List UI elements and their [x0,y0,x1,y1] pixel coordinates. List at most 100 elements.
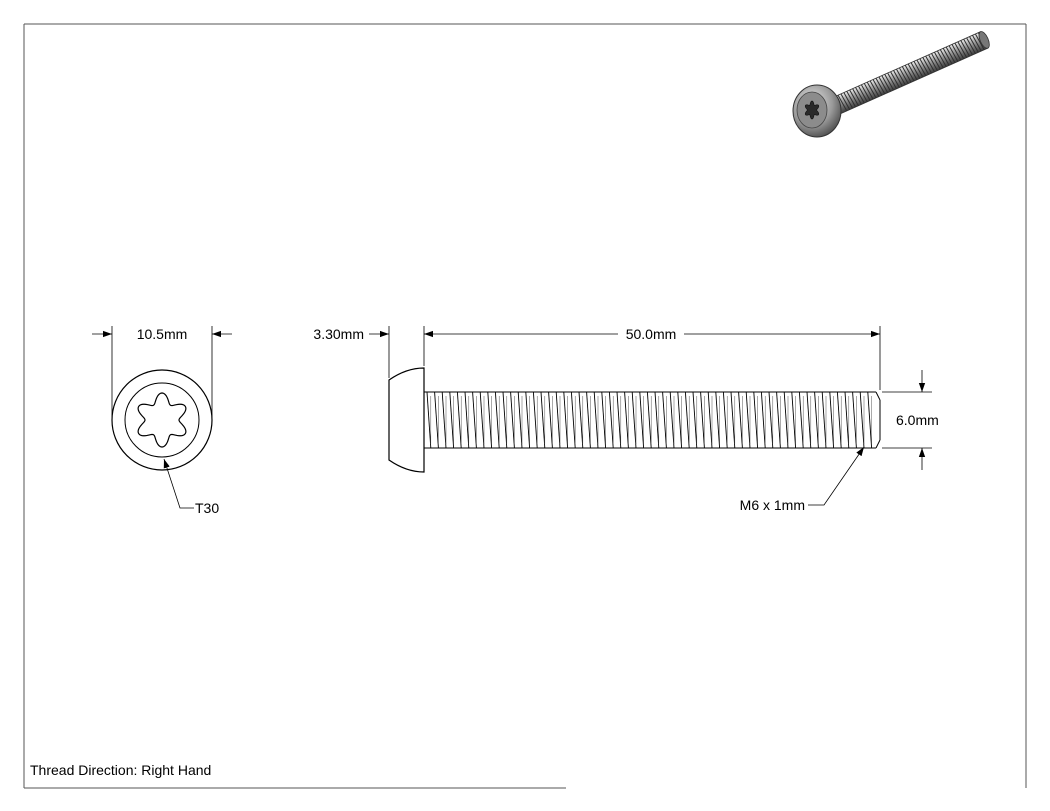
thread-line [677,391,683,449]
thread-line [814,391,819,449]
screw-isometric-icon [792,31,990,138]
thread-line [791,391,797,449]
thread-lines [426,391,873,449]
iso-thread-line [925,55,935,73]
thread-line [798,391,804,449]
thread-direction-note: Thread Direction: Right Hand [30,762,211,778]
iso-thread-line [904,64,915,82]
thread-diameter-label: 6.0mm [896,412,939,428]
thread-line [540,391,546,449]
iso-thread-line [887,72,897,90]
iso-thread-line [866,81,877,99]
thread-line [707,391,713,449]
iso-thread-line [872,79,883,96]
head-profile [388,367,425,473]
iso-thread-line [858,85,868,103]
iso-thread-line [919,58,930,75]
head-inner-circle [124,382,200,458]
thread-line [715,391,721,449]
iso-thread-line [837,94,848,112]
thread-line [821,391,827,449]
thread-line [859,391,865,449]
head-outer-circle [111,369,213,471]
thread-line [548,391,553,449]
torx-drive-icon [137,392,187,448]
iso-thread-line [843,92,854,109]
thread-line [532,391,538,449]
iso-thread-line [898,67,909,84]
head-diameter-label: 10.5mm [137,326,188,342]
iso-thread-line [893,70,903,87]
iso-thread-line [969,36,979,53]
iso-thread-line [960,40,970,57]
iso-thread-line [863,83,874,100]
thread-line [464,391,470,449]
thread-line [684,391,690,449]
thread-line [783,391,789,449]
thread-line [472,391,477,449]
thread-line [494,391,500,449]
iso-thread-line [931,53,941,70]
shank-tip [978,31,990,49]
drive-leader [163,458,194,509]
thread-line [479,391,485,449]
thread-line [836,391,842,449]
thread-line [631,391,637,449]
thread-line [441,391,447,449]
iso-thread-line [951,44,962,61]
thread-line [426,391,432,449]
thread-line [563,391,569,449]
iso-thread-line [849,89,859,106]
iso-thread-line [934,51,944,69]
thread-line [608,391,614,449]
thread-line [806,391,812,449]
iso-thread-line [907,63,918,80]
thread-line [517,391,523,449]
thread-line [829,391,835,449]
thread-line [738,391,743,449]
iso-thread-line [916,59,927,77]
thread-line [753,391,759,449]
iso-thread-line [901,66,912,83]
thread-line [502,391,508,449]
thread-line [434,391,439,449]
thread-line [593,391,599,449]
iso-thread-line [966,37,976,54]
thread-line [662,391,667,449]
iso-thread-line [846,91,856,108]
thread-line [510,391,515,449]
thread-leader [808,446,865,506]
torx-drive-iso-icon [804,100,820,120]
sheet-border [23,23,1027,789]
iso-thread-line [881,75,892,92]
iso-thread-line [954,42,965,60]
thread-line [570,391,576,449]
iso-thread-line [957,41,968,58]
end-view: 10.5mm T30 [92,326,232,516]
iso-thread-line [840,93,851,110]
thread-line [760,391,766,449]
thread-line [601,391,607,449]
iso-thread-line [945,46,956,64]
iso-thread-line [939,49,950,66]
iso-thread-line [910,62,921,79]
iso-thread-line [869,80,880,97]
thread-line [449,391,455,449]
thread-line [669,391,675,449]
thread-line [722,391,728,449]
iso-thread-line [936,50,947,67]
iso-thread-line [875,77,886,95]
iso-thread-lines [837,32,988,112]
thread-line [768,391,774,449]
iso-thread-line [860,84,871,101]
thread-callout-label: M6 x 1mm [740,497,805,513]
iso-thread-line [972,35,982,52]
thread-line [525,391,531,449]
iso-thread-line [928,54,938,71]
thread-line [487,391,493,449]
thread-line [578,391,584,449]
thread-line [867,391,873,449]
iso-thread-line [884,74,894,91]
thread-line [555,391,561,449]
